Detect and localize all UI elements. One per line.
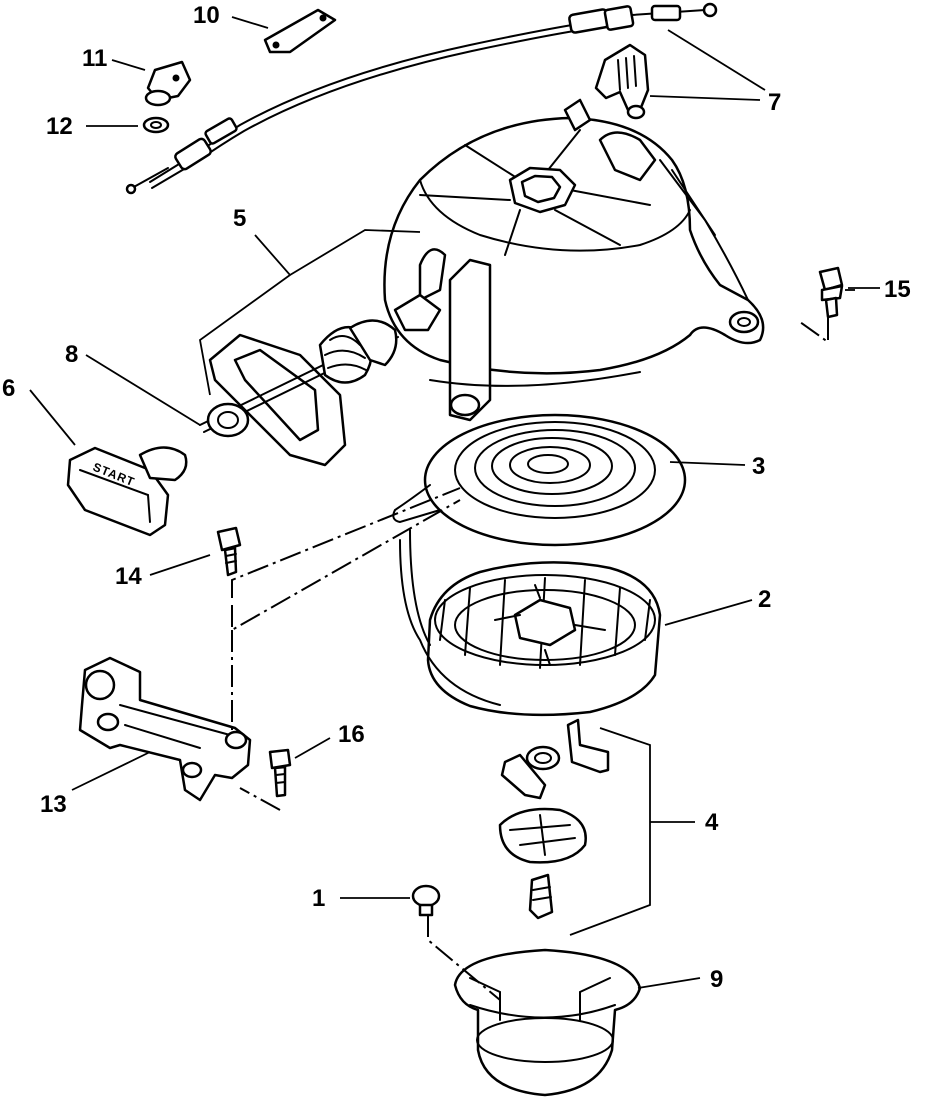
callout-15: 15 xyxy=(884,276,911,303)
callout-8: 8 xyxy=(65,341,78,368)
cable-clip-part-11 xyxy=(144,60,192,107)
callout-13: 13 xyxy=(40,791,67,818)
cable-assembly xyxy=(125,2,718,195)
screw-part-1 xyxy=(411,884,441,917)
callout-16: 16 xyxy=(338,721,365,748)
rope-handle-assembly: START xyxy=(66,319,399,537)
callout-7: 7 xyxy=(768,89,781,116)
callout-5: 5 xyxy=(233,205,246,232)
callout-labels: 10 11 12 7 5 15 8 6 3 14 2 16 13 4 1 9 xyxy=(2,2,911,993)
callout-12: 12 xyxy=(46,113,73,140)
callout-11: 11 xyxy=(82,45,107,72)
pawl-assembly-part-4 xyxy=(498,718,610,920)
callout-14: 14 xyxy=(115,563,142,590)
washer-part-12 xyxy=(142,116,170,134)
mount-bracket-part-13 xyxy=(78,656,252,802)
drive-cup-part-9 xyxy=(453,948,642,1097)
callout-6: 6 xyxy=(2,375,15,402)
callout-3: 3 xyxy=(752,453,765,480)
recoil-spring-part-3 xyxy=(392,413,687,547)
screw-part-16 xyxy=(268,748,292,798)
assembly-lines xyxy=(231,318,829,1001)
pulley-part-2 xyxy=(399,529,662,717)
callout-9: 9 xyxy=(710,966,723,993)
callout-10: 10 xyxy=(193,2,220,29)
callout-2: 2 xyxy=(758,586,771,613)
lockout-lever-part-7 xyxy=(594,43,650,120)
leader-lines xyxy=(29,16,880,989)
starter-housing xyxy=(383,98,765,422)
cable-bracket-part-10 xyxy=(263,8,337,54)
screw-part-14 xyxy=(216,526,242,577)
callout-1: 1 xyxy=(312,885,325,912)
screw-part-15 xyxy=(818,266,844,319)
callout-4: 4 xyxy=(705,809,719,836)
